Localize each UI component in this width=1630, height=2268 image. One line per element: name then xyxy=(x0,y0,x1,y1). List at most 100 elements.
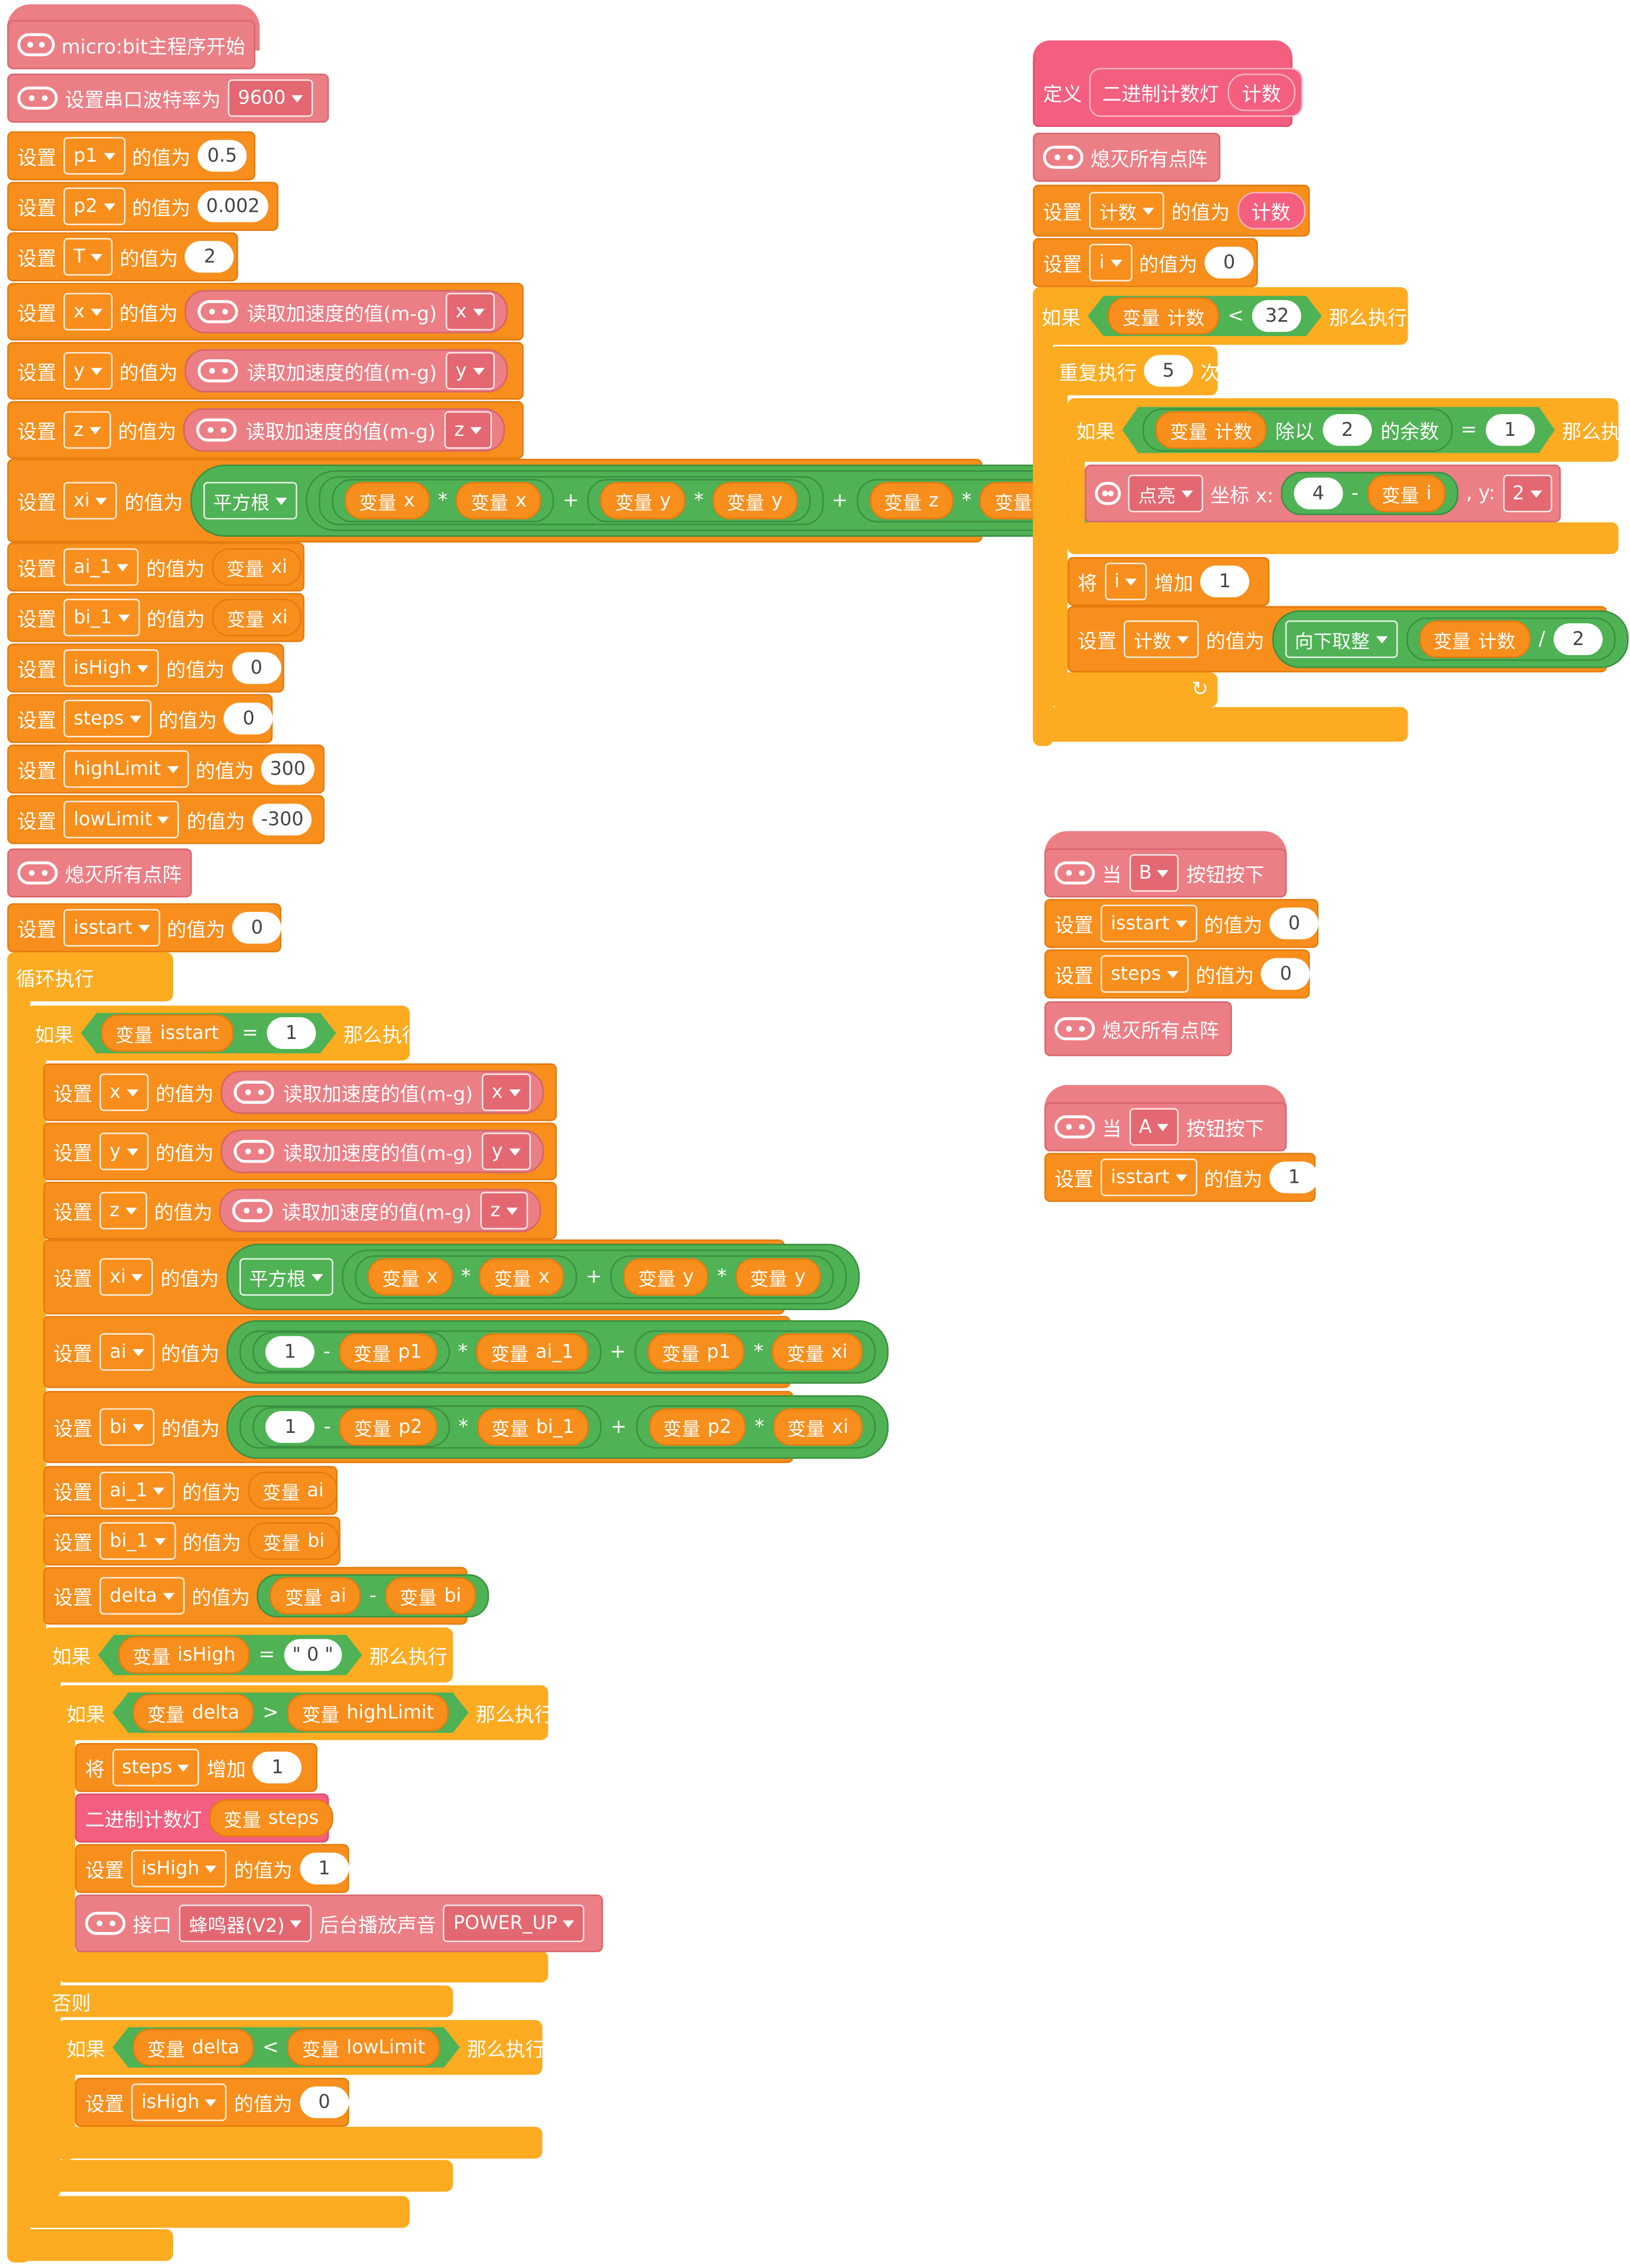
when-a-pressed-block[interactable]: 当 A 按钮按下 xyxy=(1044,1102,1287,1152)
var-dropdown[interactable]: 计数 xyxy=(1089,192,1165,230)
number-input[interactable]: 1 xyxy=(265,1336,315,1368)
number-input[interactable]: 0 xyxy=(232,912,282,944)
add-reporter[interactable]: 变量x*变量x + 变量y*变量y + 变量z*变量z xyxy=(305,470,1090,531)
axis-dropdown[interactable]: y xyxy=(481,1132,530,1171)
var-dropdown[interactable]: p2 xyxy=(63,187,125,225)
set-steps-block[interactable]: 设置 steps 的值为 0 xyxy=(7,694,273,743)
set-ishigh-block[interactable]: 设置 isHigh 的值为 0 xyxy=(7,643,284,693)
number-input[interactable]: 0 xyxy=(1261,958,1310,990)
var-dropdown[interactable]: isHigh xyxy=(63,649,159,687)
number-input[interactable]: 1 xyxy=(266,1411,315,1443)
button-dropdown[interactable]: A xyxy=(1128,1108,1179,1146)
sound-dropdown[interactable]: POWER_UP xyxy=(443,1904,585,1943)
axis-dropdown[interactable]: y xyxy=(445,352,494,390)
set-count-floor-block[interactable]: 设置 计数 的值为 向下取整 变量计数/2 xyxy=(1067,606,1629,673)
number-input[interactable]: 0 xyxy=(1270,907,1319,940)
var-reporter[interactable]: 变量计数 xyxy=(1108,297,1219,335)
number-input[interactable]: 1 xyxy=(253,1751,303,1784)
forever-block-top[interactable] xyxy=(7,952,174,1002)
var-dropdown[interactable]: bi xyxy=(99,1408,154,1446)
clear-display-block[interactable]: 熄灭所有点阵 xyxy=(1032,133,1221,182)
math-func-dropdown[interactable]: 向下取整 xyxy=(1284,620,1398,658)
var-dropdown[interactable]: steps xyxy=(63,700,152,737)
var-dropdown[interactable]: 计数 xyxy=(1124,620,1199,658)
set-isstart-block[interactable]: 设置 isstart 的值为 0 xyxy=(1044,899,1319,948)
var-dropdown[interactable]: isstart xyxy=(1100,1158,1197,1197)
set-steps-block[interactable]: 设置 steps 的值为 0 xyxy=(1044,949,1310,999)
set-isstart-block[interactable]: 设置 isstart 的值为 1 xyxy=(1044,1153,1319,1202)
axis-dropdown[interactable]: x xyxy=(445,293,494,331)
number-input[interactable]: 1 xyxy=(1200,565,1249,598)
var-dropdown[interactable]: isHigh xyxy=(131,1850,227,1887)
change-i-block[interactable]: 将 i 增加 1 xyxy=(1067,557,1270,606)
number-input[interactable]: 32 xyxy=(1253,300,1301,332)
var-dropdown[interactable]: isstart xyxy=(1100,905,1197,942)
var-dropdown[interactable]: isstart xyxy=(63,909,160,947)
set-ishigh-block[interactable]: 设置 isHigh 的值为 1 xyxy=(75,1844,349,1893)
set-y-accel-block[interactable]: 设置 y 的值为 读取加速度的值(m-g)y xyxy=(7,342,524,400)
change-steps-block[interactable]: 将 steps 增加 1 xyxy=(75,1743,317,1792)
accel-reporter[interactable]: 读取加速度的值(m-g)x xyxy=(185,290,507,333)
number-input[interactable]: 0 xyxy=(1204,246,1254,279)
number-input[interactable]: 2 xyxy=(185,240,235,273)
set-highlimit-block[interactable]: 设置 highLimit 的值为 300 xyxy=(7,744,325,794)
set-x-accel-block[interactable]: 设置 x 的值为 读取加速度的值(m-g)x xyxy=(7,282,524,341)
var-dropdown[interactable]: ai_1 xyxy=(99,1472,175,1509)
button-dropdown[interactable]: B xyxy=(1128,854,1179,892)
var-dropdown[interactable]: i xyxy=(1089,244,1132,281)
set-baud-block[interactable]: 设置串口波特率为 9600 xyxy=(7,73,329,123)
clear-display-block[interactable]: 熄灭所有点阵 xyxy=(7,848,192,898)
var-dropdown[interactable]: x xyxy=(63,293,113,331)
number-input[interactable]: 2 xyxy=(1323,414,1372,446)
floor-reporter[interactable]: 向下取整 变量计数/2 xyxy=(1271,610,1629,668)
var-dropdown[interactable]: delta xyxy=(99,1577,185,1615)
set-count-block[interactable]: 设置 计数 的值为 计数 xyxy=(1032,184,1310,237)
var-dropdown[interactable]: z xyxy=(99,1191,147,1230)
play-sound-block[interactable]: 接口 蜂鸣器(V2) 后台播放声音 POWER_UP xyxy=(75,1894,603,1953)
var-dropdown[interactable]: highLimit xyxy=(63,750,188,788)
number-input[interactable]: 0.002 xyxy=(197,190,269,222)
set-i-block[interactable]: 设置 i 的值为 0 xyxy=(1032,238,1258,287)
number-input[interactable]: 1 xyxy=(1486,414,1534,446)
var-dropdown[interactable]: bi_1 xyxy=(63,598,140,637)
number-input[interactable]: -300 xyxy=(252,803,313,836)
set-x-accel-block[interactable]: 设置 x 的值为 读取加速度的值(m-g)x xyxy=(43,1063,557,1121)
set-z-accel-block[interactable]: 设置 z 的值为 读取加速度的值(m-g)z xyxy=(7,401,524,459)
var-dropdown[interactable]: lowLimit xyxy=(63,801,180,839)
text-input[interactable]: " 0 " xyxy=(283,1639,342,1671)
